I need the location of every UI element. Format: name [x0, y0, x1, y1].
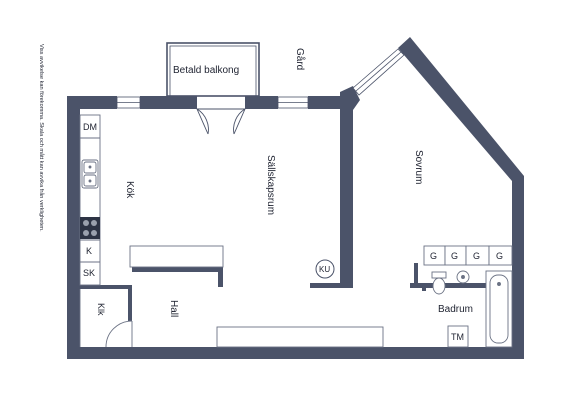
label-wardrobe-1: G: [430, 251, 437, 261]
room-label-balcony: Betald balkong: [173, 65, 239, 76]
disclaimer-text: Viss avvikelse kan förekomma. Skala och …: [38, 44, 45, 232]
label-fridge: K: [86, 246, 92, 256]
cold-cabinet: [315, 259, 335, 279]
windows: [116, 48, 405, 109]
label-wardrobe-2: G: [451, 251, 458, 261]
room-label-living: Sällskapsrum: [265, 155, 276, 215]
kitchen-island: [129, 245, 224, 268]
label-cold-cabinet: KU: [319, 265, 330, 274]
interior-walls: [80, 108, 512, 321]
stove: [80, 217, 100, 239]
label-freezer: SK: [83, 268, 95, 278]
bathroom-fixtures: [423, 245, 513, 348]
label-closet: Klk: [96, 303, 106, 316]
label-wardrobe-4: G: [496, 251, 503, 261]
balcony: [166, 42, 260, 97]
hall-doors: [79, 289, 133, 348]
room-label-bathroom: Badrum: [438, 304, 473, 315]
room-label-hall: Hall: [168, 300, 179, 317]
room-label-bedroom: Sovrum: [413, 150, 424, 184]
hall-bench: [216, 326, 384, 348]
label-wardrobe-3: G: [473, 251, 480, 261]
room-label-kitchen: Kök: [124, 181, 135, 199]
balcony-door: [196, 108, 246, 135]
outer-walls: [67, 37, 524, 359]
label-dryer: TM: [451, 332, 464, 342]
room-label-yard: Gård: [294, 48, 306, 70]
kitchen-counter: [79, 114, 101, 286]
label-dishwasher: DM: [83, 122, 97, 132]
